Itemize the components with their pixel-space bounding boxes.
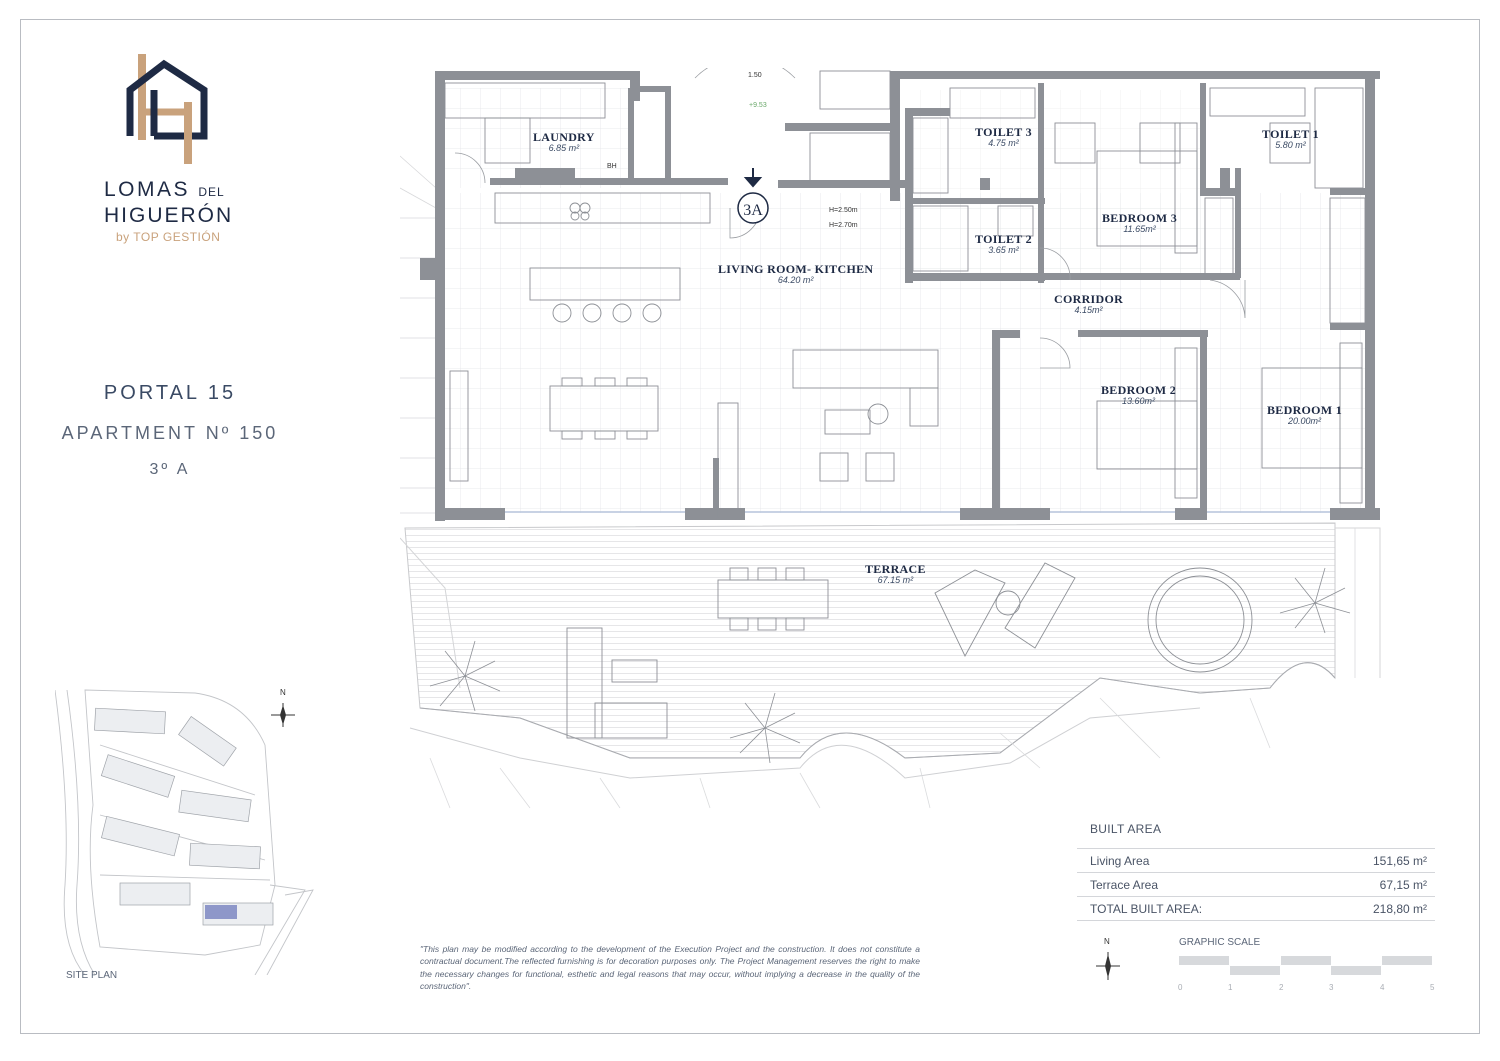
entry-marker	[737, 168, 769, 224]
scale-tick: 4	[1380, 983, 1385, 992]
site-plan-label: SITE PLAN	[66, 970, 118, 981]
unit-badge-label: 3A	[743, 202, 763, 219]
scale-tick: 3	[1329, 983, 1334, 992]
furniture	[444, 70, 1366, 739]
entry-mark-1: 1.50	[748, 72, 762, 79]
height-mark-2: H=2.70m	[829, 222, 858, 229]
brand-wordmark: LOMAS DEL HIGUERÓN by TOP GESTIÓN	[104, 178, 244, 244]
apartment-number: APARTMENT Nº 150	[61, 423, 279, 443]
exterior-lines	[400, 155, 437, 514]
brand-line3: by TOP GESTIÓN	[116, 230, 221, 244]
entry-mark-2: +9.53	[749, 102, 767, 109]
built-area-title: BUILT AREA	[1090, 822, 1162, 836]
bh-label: BH	[607, 163, 617, 170]
graphic-scale-bar	[1179, 956, 1432, 976]
brand-line2: HIGUERÓN	[104, 204, 234, 227]
scale-tick: 5	[1430, 983, 1435, 992]
page-frame	[20, 19, 1480, 1034]
site-plan-map	[55, 689, 314, 975]
height-mark-1: H=2.50m	[829, 207, 858, 214]
portal-name: PORTAL 15	[103, 382, 237, 404]
disclaimer-text: "This plan may be modified according to …	[420, 944, 920, 991]
built-area-row: TOTAL BUILT AREA:218,80 m²	[1077, 896, 1435, 921]
apartment-floor: 3º A	[149, 461, 191, 478]
lomas-logo-icon	[126, 54, 208, 164]
scale-tick: 0	[1178, 983, 1183, 992]
north-arrow-icon	[1096, 952, 1120, 980]
plants	[429, 567, 1351, 764]
scale-tick: 2	[1279, 983, 1284, 992]
site-plan-north-label: N	[280, 688, 286, 697]
scale-tick: 1	[1228, 983, 1233, 992]
scale-north-label: N	[1104, 937, 1110, 946]
brand-line1-small: DEL	[198, 185, 225, 199]
graphic-scale-label: GRAPHIC SCALE	[1179, 937, 1261, 948]
walls	[420, 71, 1380, 521]
floor-plan-drawing: 3A	[400, 68, 1381, 809]
brand-line1: LOMAS	[104, 178, 191, 201]
